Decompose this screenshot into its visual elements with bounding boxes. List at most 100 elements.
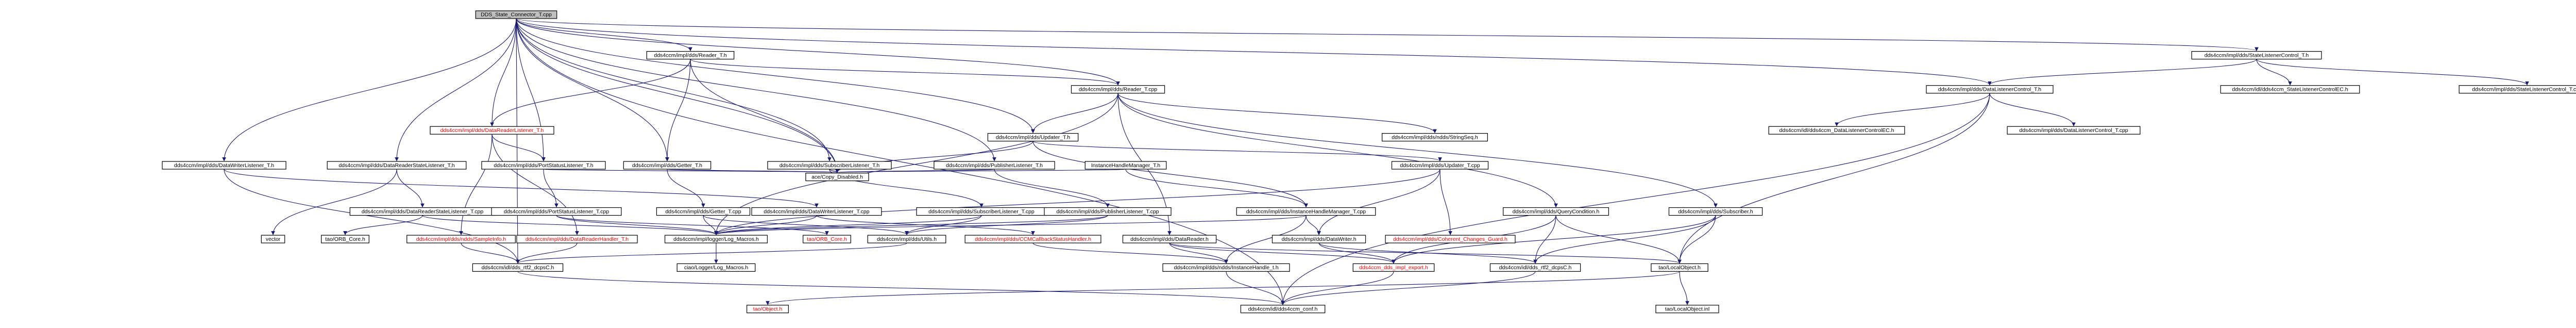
node-ihm_cpp[interactable]: dds4ccm/impl/dds/InstanceHandleManager_T… bbox=[1236, 207, 1376, 216]
node-tao_object[interactable]: tao/Object.h bbox=[746, 305, 789, 314]
node-box bbox=[2220, 85, 2360, 94]
node-log_macros[interactable]: dds4ccm/impl/logger/Log_Macros.h bbox=[664, 235, 768, 243]
node-sample_info[interactable]: dds4ccm/impl/dds/ndds/SampleInfo.h bbox=[406, 235, 516, 243]
node-drsl_h[interactable]: dds4ccm/impl/dds/DataReaderStateListener… bbox=[327, 161, 467, 170]
node-label: InstanceHandleManager_T.h bbox=[1091, 162, 1160, 169]
node-label: dds4ccm/impl/dds/Reader_T.cpp bbox=[1079, 87, 1157, 93]
edge-updater_h-to-ihm_cpp bbox=[1032, 141, 1308, 208]
edge-updater_cpp-to-datawriter_h bbox=[1317, 169, 1440, 235]
node-orb_core[interactable]: tao/ORB_Core.h bbox=[321, 235, 369, 243]
edge-drl_h-to-psl_h bbox=[492, 134, 546, 161]
node-box bbox=[475, 10, 557, 19]
node-drsl_cpp[interactable]: dds4ccm/impl/dds/DataReaderStateListener… bbox=[349, 207, 496, 216]
node-ciao_log[interactable]: ciao/Logger/Log_Macros.h bbox=[676, 263, 756, 272]
node-box bbox=[162, 161, 286, 170]
node-updater_cpp[interactable]: dds4ccm/impl/dds/Updater_T.cpp bbox=[1391, 161, 1489, 170]
node-label: dds4ccm/impl/dds/PortStatusListener_T.h bbox=[494, 162, 593, 169]
node-datareader_h[interactable]: dds4ccm/impl/dds/DataReader.h bbox=[1122, 235, 1217, 243]
node-box bbox=[1489, 263, 1581, 272]
edge-reader_h-to-copy_disabled bbox=[690, 59, 839, 173]
node-instance_handle[interactable]: dds4ccm/impl/dds/ndds/InstanceHandle_t.h bbox=[1162, 263, 1290, 272]
edge-drsl_h-to-vector bbox=[271, 169, 397, 235]
node-label: dds4ccm/impl/dds/Subscriber.h bbox=[1678, 208, 1753, 215]
node-slc_cpp[interactable]: dds4ccm/impl/dds/StateListenerControl_T.… bbox=[2459, 85, 2576, 94]
edge-psl_h-to-copy_disabled bbox=[543, 169, 839, 173]
edge-root-to-psl_h bbox=[516, 18, 546, 161]
node-utils_h[interactable]: dds4ccm/impl/dds/Utils.h bbox=[867, 235, 946, 243]
node-getter_h[interactable]: dds4ccm/impl/dds/Getter_T.h bbox=[623, 161, 711, 170]
node-reader_h[interactable]: dds4ccm/impl/dds/Reader_T.h bbox=[646, 51, 735, 60]
node-subl_h[interactable]: dds4ccm/impl/dds/SubscriberListener_T.h bbox=[767, 161, 892, 170]
node-box bbox=[767, 161, 892, 170]
node-reader_cpp[interactable]: dds4ccm/impl/dds/Reader_T.cpp bbox=[1071, 85, 1165, 94]
node-slc_ec_h[interactable]: dds4ccm/idl/dds4ccm_StateListenerControl… bbox=[2220, 85, 2360, 94]
node-local_object_inl[interactable]: tao/LocalObject.inl bbox=[1655, 305, 1719, 314]
node-coherent_guard[interactable]: dds4ccm/impl/dds/Coherent_Changes_Guard.… bbox=[1385, 235, 1516, 243]
edge-root-to-dlc_h bbox=[516, 18, 1992, 86]
edge-dds_impl_export-to-conf_h bbox=[1281, 271, 1394, 305]
node-box bbox=[803, 235, 851, 243]
node-publ_cpp[interactable]: dds4ccm/impl/dds/PublisherListener_T.cpp bbox=[1044, 207, 1172, 216]
edge-ihm_cpp-to-log_macros bbox=[714, 215, 1307, 235]
node-getter_cpp[interactable]: dds4ccm/impl/dds/Getter_T.cpp bbox=[656, 207, 751, 216]
node-box bbox=[1385, 235, 1516, 243]
node-box bbox=[1382, 133, 1488, 142]
node-dlc_ec_h[interactable]: dds4ccm/idl/dds4ccm_DataListenerControlE… bbox=[1768, 126, 1905, 135]
edge-root-to-reader_h bbox=[516, 18, 692, 52]
node-dds_impl_export[interactable]: dds4ccm_dds_impl_export.h bbox=[1352, 263, 1435, 272]
node-dcps2[interactable]: dds4ccm/idl/dds_rtf2_dcpsC.h bbox=[1489, 263, 1581, 272]
node-qc_h[interactable]: dds4ccm/impl/dds/QueryCondition.h bbox=[1503, 207, 1609, 216]
edge-psl_h-to-psl_cpp bbox=[543, 169, 558, 208]
node-label: dds4ccm/impl/dds/Coherent_Changes_Guard.… bbox=[1393, 236, 1507, 242]
node-dds4ccm_dcps[interactable]: dds4ccm/idl/dds_rtf2_dcpsC.h bbox=[472, 263, 564, 272]
node-vector[interactable]: vector bbox=[261, 235, 285, 243]
node-label: dds4ccm/impl/dds/DataReaderListener_T.h bbox=[440, 127, 544, 134]
edge-psl_cpp-to-log_macros bbox=[556, 215, 718, 235]
node-drh_h[interactable]: dds4ccm/impl/dds/DataReaderHandler_T.h bbox=[516, 235, 638, 243]
node-psl_h[interactable]: dds4ccm/impl/dds/PortStatusListener_T.h bbox=[481, 161, 606, 170]
node-subl_cpp[interactable]: dds4ccm/impl/dds/SubscriberListener_T.cp… bbox=[916, 207, 1047, 216]
edge-dlc_h-to-dlc_ec_h bbox=[1835, 93, 1990, 126]
edge-root-to-subl_h bbox=[516, 18, 832, 161]
node-box bbox=[1162, 263, 1290, 272]
node-subscriber_h[interactable]: dds4ccm/impl/dds/Subscriber.h bbox=[1668, 207, 1763, 216]
node-box bbox=[2459, 85, 2576, 94]
edge-root-to-drl_h bbox=[490, 18, 517, 126]
node-datawriter_h[interactable]: dds4ccm/impl/dds/DataWriter.h bbox=[1272, 235, 1366, 243]
node-box bbox=[321, 235, 369, 243]
node-publ_h[interactable]: dds4ccm/impl/dds/PublisherListener_T.h bbox=[934, 161, 1055, 170]
node-local_object[interactable]: tao/LocalObject.h bbox=[1651, 263, 1708, 272]
edge-publ_h-to-copy_disabled bbox=[835, 169, 995, 173]
edge-subscriber_h-to-dcps2 bbox=[1533, 215, 1716, 264]
node-updater_h[interactable]: dds4ccm/impl/dds/Updater_T.h bbox=[987, 133, 1079, 142]
node-dwl_cpp[interactable]: dds4ccm/impl/dds/DataWriterListener_T.cp… bbox=[751, 207, 882, 216]
node-ihm_h[interactable]: InstanceHandleManager_T.h bbox=[1084, 161, 1167, 170]
edge-dwl_cpp-to-log_macros bbox=[714, 215, 817, 235]
edge-root-to-slc_h bbox=[516, 18, 2259, 52]
node-copy_disabled[interactable]: ace/Copy_Disabled.h bbox=[805, 173, 869, 182]
node-dlc_h[interactable]: dds4ccm/impl/dds/DataListenerControl_T.h bbox=[1926, 85, 2054, 94]
node-psl_cpp[interactable]: dds4ccm/impl/dds/PortStatusListener_T.cp… bbox=[491, 207, 622, 216]
edge-reader_cpp-to-qc_h bbox=[1117, 93, 1558, 208]
node-dlc_cpp[interactable]: dds4ccm/impl/dds/DataListenerControl_T.c… bbox=[2007, 126, 2141, 135]
node-label: dds4ccm/impl/dds/Reader_T.h bbox=[654, 52, 726, 58]
node-slc_h[interactable]: dds4ccm/impl/dds/StateListenerControl_T.… bbox=[2191, 51, 2322, 60]
node-box bbox=[934, 161, 1055, 170]
node-label: ciao/Logger/Log_Macros.h bbox=[684, 265, 748, 271]
node-dwl_h[interactable]: dds4ccm/impl/dds/DataWriterListener_T.h bbox=[162, 161, 286, 170]
node-conf_h[interactable]: dds4ccm/idl/dds4ccm_conf.h bbox=[1240, 305, 1326, 314]
node-drl_h[interactable]: dds4ccm/impl/dds/DataReaderListener_T.h bbox=[430, 126, 554, 135]
node-label: dds4ccm/impl/dds/CCMCallbackStatusHandle… bbox=[975, 236, 1091, 242]
edge-reader_cpp-to-stringseq_h bbox=[1117, 93, 1437, 134]
node-orb_core2[interactable]: tao/ORB_Core.h bbox=[803, 235, 851, 243]
edge-root-to-dds4ccm_dcps bbox=[516, 18, 520, 264]
node-ccm_csh[interactable]: dds4ccm/impl/dds/CCMCallbackStatusHandle… bbox=[964, 235, 1101, 243]
node-stringseq_h[interactable]: dds4ccm/impl/dds/ndds/StringSeq.h bbox=[1382, 133, 1488, 142]
edge-getter_h-to-getter_cpp bbox=[667, 169, 705, 208]
edge-reader_cpp-to-subscriber_h bbox=[1117, 93, 1718, 208]
node-box bbox=[1236, 207, 1376, 216]
edge-ihm_h-to-ihm_cpp bbox=[1125, 169, 1308, 208]
node-box bbox=[430, 126, 554, 135]
node-root[interactable]: DDS_State_Connector_T.cpp bbox=[475, 10, 557, 19]
node-box bbox=[987, 133, 1079, 142]
